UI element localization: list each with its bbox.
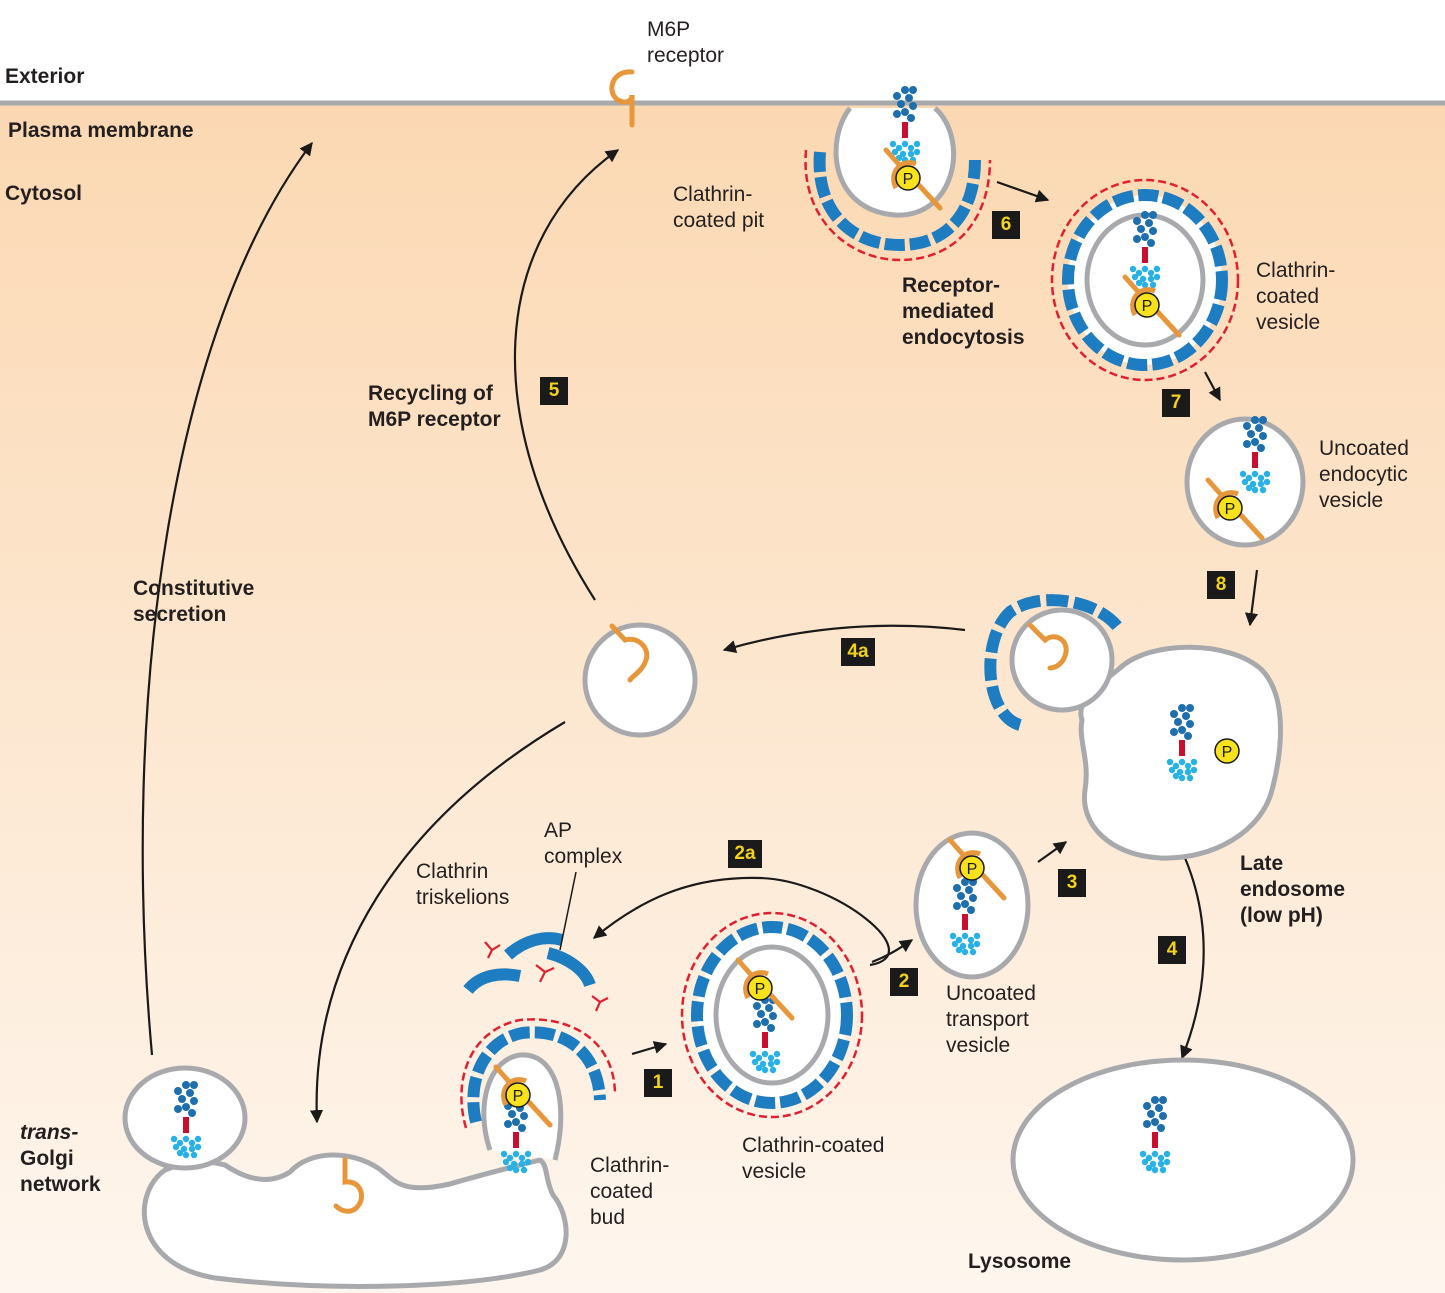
transport-vesicle-cargo-glycan (949, 878, 981, 956)
step-3-arrow (1037, 841, 1068, 863)
endosome-free-phosphate: P (1214, 738, 1240, 764)
pathway-arrows (141, 141, 1259, 1124)
step-2-arrow (871, 939, 914, 964)
endocytic-vesicle-phosphate: P (1205, 477, 1265, 541)
ap-complex-pointer (559, 871, 577, 951)
lysosome-label: Lysosome (968, 1250, 1072, 1273)
step-8-badge: 8 (1207, 571, 1235, 599)
golgi-m6p-receptor (333, 1157, 364, 1214)
step-2a-arrow (592, 876, 890, 967)
endocytic-vesicle-phosphate-text: P (1225, 501, 1236, 518)
coated-vesicle-top-phosphate: P (1122, 274, 1182, 338)
coated-bud-phosphate: P (493, 1064, 553, 1128)
exterior-label: Exterior (5, 65, 85, 88)
constitutive-secretion-label: Constitutive secretion (133, 577, 255, 626)
transport-to-golgi-arrow (309, 721, 566, 1124)
step-4-badge: 4 (1158, 936, 1186, 964)
plasma-membrane-label: Plasma membrane (8, 119, 194, 142)
lysosome (1010, 1057, 1356, 1263)
endosome-cargo-glycan (1166, 704, 1198, 782)
exterior-m6p-receptor (609, 69, 635, 128)
cytosol-label: Cytosol (5, 182, 83, 205)
cargo-group: P P P P P P P (170, 86, 1271, 1174)
uncoated-endocytic-vesicle-label: Uncoated endocytic vesicle (1319, 437, 1409, 512)
step-4a-arrow (722, 624, 966, 654)
recycling-label: Recycling of M6P receptor (368, 382, 501, 431)
step-6-arrow (996, 180, 1050, 203)
coated-vesicle-top-phosphate-text: P (1142, 298, 1153, 315)
step-7-arrow (1204, 371, 1221, 402)
recycling-vesicle (582, 622, 698, 738)
golgi-rest: Golgi network (20, 1147, 101, 1196)
step-6-badge: 6 (992, 211, 1020, 239)
golgi-label: trans- Golgi network (20, 1120, 101, 1198)
uncoated-transport-vesicle-label: Uncoated transport vesicle (946, 982, 1036, 1057)
transport-vesicle-phosphate-text: P (967, 861, 978, 878)
lysosome-cargo-glycan (1139, 1096, 1171, 1174)
step-3-badge: 3 (1058, 869, 1086, 897)
recycling-arrow (513, 149, 620, 601)
pit-phosphate: P (883, 147, 943, 211)
coated-bud-phosphate-text: P (513, 1088, 524, 1105)
pit-phosphate-text: P (903, 171, 914, 188)
step-8-arrow (1244, 569, 1259, 627)
late-endosome-label: Late endosome (low pH) (1240, 852, 1346, 927)
clathrin-coated-vesicle-top-label: Clathrin- coated vesicle (1256, 259, 1336, 334)
clathrin-coated-pit-label: Clathrin- coated pit (673, 183, 765, 232)
golgi-bud-cargo-glycan (170, 1081, 202, 1159)
step-1-badge: 1 (644, 1069, 672, 1097)
clathrin-triskelions-label: Clathrin triskelions (416, 860, 510, 909)
coated-vesicle-bottom-phosphate-text: P (755, 981, 766, 998)
golgi-prefix: trans- (20, 1121, 79, 1144)
step-1-arrow (631, 1041, 668, 1056)
clathrin-coated-vesicle-bottom-label: Clathrin-coated vesicle (742, 1134, 885, 1183)
free-coat-pieces (463, 932, 596, 995)
uncoated-transport-vesicle (913, 830, 1031, 980)
step-5-badge: 5 (540, 377, 568, 405)
m6p-receptor-label: M6P receptor (647, 18, 725, 67)
step-4a-badge: 4a (841, 638, 875, 666)
receptor-mediated-endocytosis-label: Receptor- mediated endocytosis (902, 274, 1025, 349)
step-2-badge: 2 (890, 968, 918, 996)
ap-complex-label: AP complex (544, 819, 623, 868)
endocytic-vesicle-cargo-glycan (1239, 416, 1271, 494)
pit-cargo-glycan (889, 86, 921, 164)
endosome-m6p-receptor (1027, 622, 1069, 671)
clathrin-coated-bud-label: Clathrin- coated bud (590, 1154, 670, 1229)
clathrin-triskelions-group (484, 941, 609, 1012)
step-4-arrow (1180, 857, 1205, 1060)
step-2a-badge: 2a (728, 840, 762, 868)
transport-vesicle-phosphate: P (947, 837, 1007, 901)
constitutive-secretion-arrow (141, 141, 313, 1056)
endosome-free-phosphate-text: P (1222, 744, 1233, 761)
coated-vesicle-bottom-phosphate: P (735, 957, 795, 1021)
coated-vesicle-top-cargo-glycan (1129, 211, 1161, 289)
step-7-badge: 7 (1162, 389, 1190, 417)
